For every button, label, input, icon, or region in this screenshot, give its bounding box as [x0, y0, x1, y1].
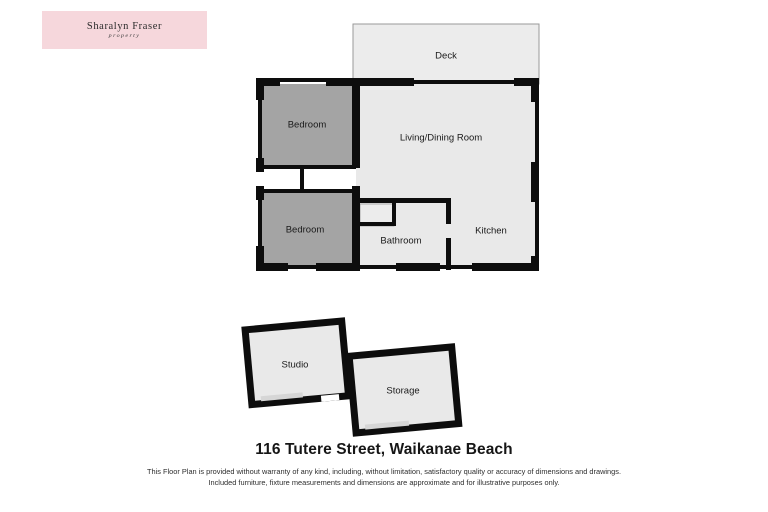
- bedroom-lower-floor: [262, 193, 356, 269]
- bedroom-upper-floor: [262, 84, 356, 167]
- disclaimer-text: This Floor Plan is provided without warr…: [0, 466, 768, 489]
- exterior-walls: [256, 78, 539, 271]
- bathroom-floor: [356, 200, 450, 269]
- brand-logo: Sharalyn Fraser property: [42, 11, 207, 49]
- disclaimer-line-2: Included furniture, fixture measurements…: [208, 478, 560, 488]
- brand-tagline: property: [108, 33, 141, 39]
- brand-name: Sharalyn Fraser: [86, 20, 163, 32]
- disclaimer-line-1: This Floor Plan is provided without warr…: [146, 467, 622, 476]
- storage-building: [345, 343, 463, 437]
- studio-building: [241, 317, 353, 409]
- property-address: 116 Tutere Street, Waikanae Beach: [255, 441, 513, 458]
- wardrobe-strip: [262, 167, 356, 193]
- deck-area: [352, 23, 540, 85]
